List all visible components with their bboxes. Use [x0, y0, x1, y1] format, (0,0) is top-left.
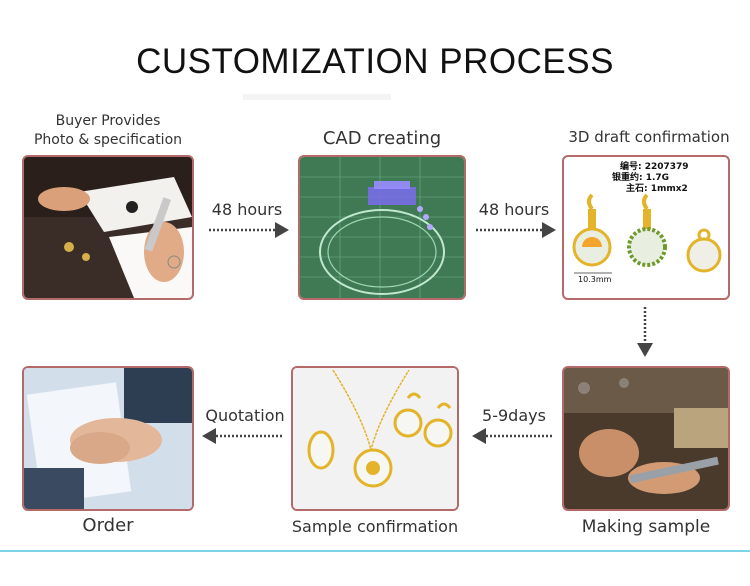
dotted-arrow-down-icon — [637, 307, 653, 357]
bottom-accent-line — [0, 550, 750, 552]
arrow-label-4: Quotation — [205, 406, 285, 425]
cad-illustration — [300, 157, 464, 298]
arrow-sample-to-order: Quotation — [200, 406, 290, 451]
arrow-label-1: 48 hours — [211, 200, 283, 219]
order-photo — [22, 366, 194, 511]
step-sample-label: Sample confirmation — [291, 517, 459, 536]
arrow-label-3: 5-9days — [482, 406, 546, 425]
cad-photo — [298, 155, 466, 300]
handshake-illustration — [24, 368, 192, 509]
dimension-label: 10.3mm — [578, 275, 612, 284]
dotted-arrow-right-icon — [209, 222, 289, 238]
spec-line-1: 编号: 2207379 — [620, 162, 689, 172]
draft-illustration — [572, 193, 722, 274]
spec-line-3: 主石: 1mmx2 — [626, 184, 688, 194]
step-buyer-label: Buyer Provides Photo & specification — [33, 113, 183, 148]
step-order-label: Order — [82, 515, 134, 536]
arrow-cad-to-draft: 48 hours — [470, 200, 558, 245]
buyer-illustration — [24, 157, 192, 298]
sample-illustration — [293, 368, 457, 509]
buyer-photo — [22, 155, 194, 300]
step-cad-label: CAD creating — [322, 128, 442, 149]
dotted-arrow-left-icon — [472, 428, 552, 444]
faint-watermark — [243, 94, 391, 100]
arrow-buyer-to-cad: 48 hours — [203, 200, 291, 245]
sample-photo — [291, 366, 459, 511]
dotted-arrow-right-icon — [476, 222, 556, 238]
step-making-label: Making sample — [581, 517, 711, 537]
dotted-arrow-left-icon — [202, 428, 284, 444]
making-illustration — [564, 368, 728, 509]
arrow-draft-to-making — [634, 305, 656, 360]
draft-photo: 编号: 2207379 银重约: 1.7G 主石: 1mmx2 10.3mm — [562, 155, 730, 300]
arrow-making-to-sample: 5-9days — [470, 406, 558, 451]
step-draft-label: 3D draft confirmation — [568, 128, 730, 146]
spec-line-2: 银重约: 1.7G — [612, 173, 670, 183]
making-photo — [562, 366, 730, 511]
arrow-label-2: 48 hours — [478, 200, 550, 219]
page-title: CUSTOMIZATION PROCESS — [136, 42, 614, 81]
